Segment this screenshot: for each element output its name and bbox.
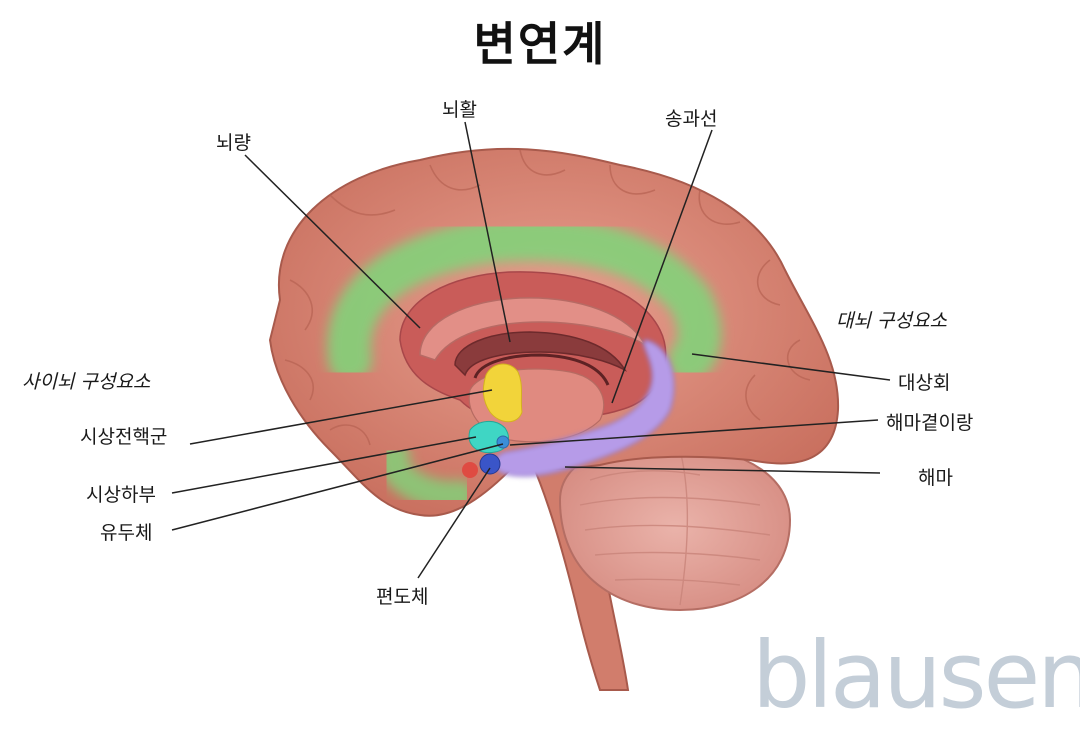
leader-anterior-thalamic	[189, 389, 493, 445]
leader-hypothalamus	[171, 436, 477, 494]
leader-parahippocampal	[509, 419, 879, 446]
fornix-shape	[454, 331, 628, 377]
label-hippocampus: 해마	[918, 467, 953, 489]
leader-mammillothalamic	[611, 129, 713, 404]
leader-mammillary	[171, 443, 504, 531]
label-mammillothalamic-tract: 송과선	[665, 108, 718, 130]
mammillary-body-shape	[496, 435, 510, 449]
anterior-thalamic-nuclei-shape	[482, 363, 523, 423]
blausen-logo: blausen	[752, 622, 1080, 729]
cingulate-band	[327, 217, 722, 382]
label-fornix: 뇌활	[442, 99, 477, 121]
label-corpus-callosum: 뇌량	[216, 132, 251, 154]
leader-amygdala	[417, 467, 491, 579]
leader-corpus-callosum	[244, 154, 421, 329]
label-hypothalamus: 시상하부	[86, 484, 156, 506]
leader-fornix	[464, 121, 511, 343]
label-cingulate-gyrus: 대상회	[898, 372, 951, 394]
label-parahippocampal-gyrus: 해마곁이랑	[886, 412, 974, 434]
amygdala-shape	[479, 453, 501, 475]
label-amygdala: 편도체	[376, 586, 429, 608]
label-group-cerebral: 대뇌 구성요소	[836, 310, 947, 332]
leader-cingulate	[691, 353, 891, 381]
label-group-diencephalic: 사이뇌 구성요소	[22, 371, 151, 393]
leader-hippocampus	[564, 466, 881, 474]
label-mammillary-body: 유두체	[100, 522, 153, 544]
page-title: 변연계	[473, 17, 607, 71]
label-anterior-thalamic-nuclei: 시상전핵군	[80, 426, 168, 448]
